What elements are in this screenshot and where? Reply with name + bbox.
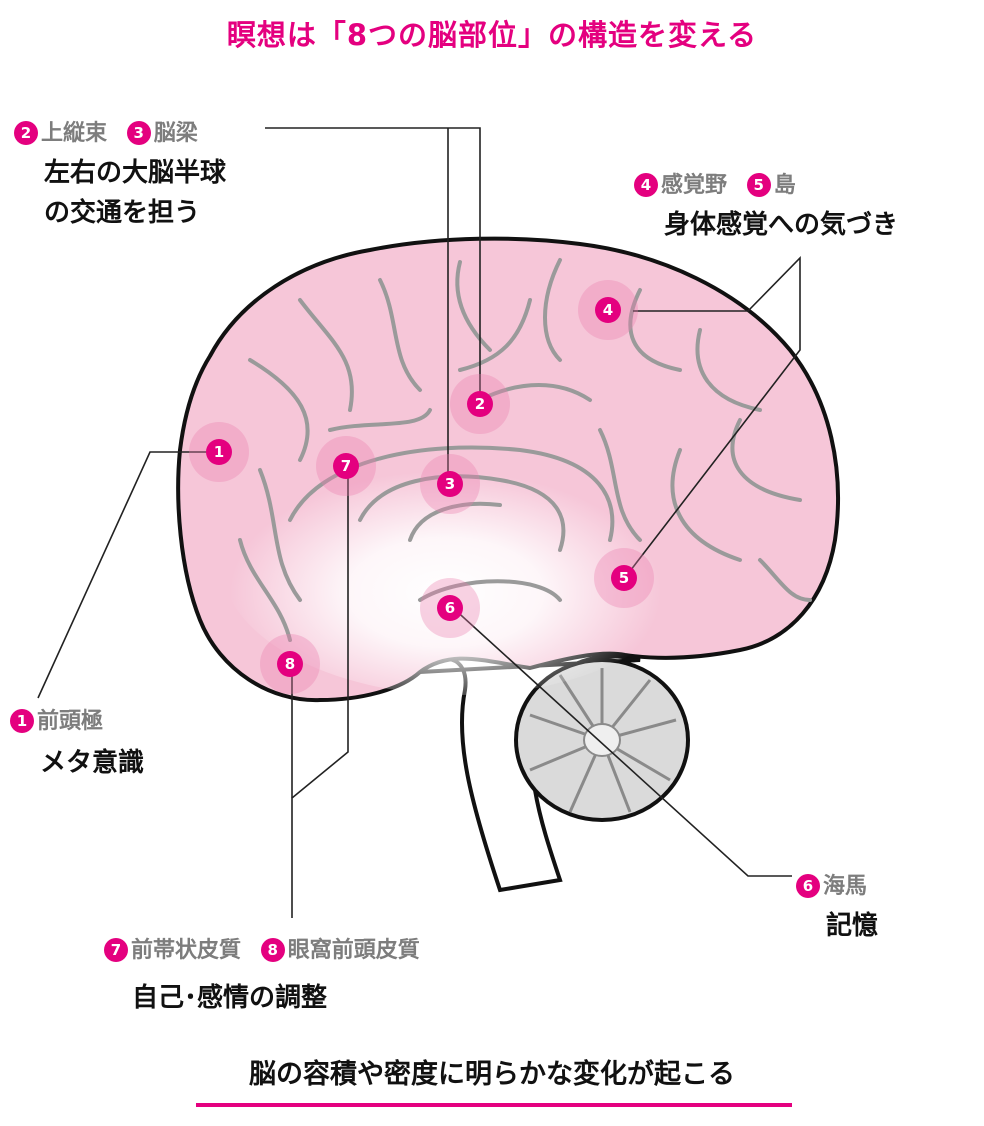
label-5-name: 島 [773,173,796,198]
badge-4: 4 [634,173,658,197]
svg-text:2: 2 [475,395,485,413]
label-2-3-desc-line1: 左右の大脳半球 [44,158,227,188]
svg-text:3: 3 [445,475,455,493]
marker-3: 3 [420,454,480,514]
label-8-name: 眼窩前頭皮質 [287,938,420,963]
badge-8: 8 [260,938,285,962]
label-4-name: 感覚野 [661,173,728,198]
marker-5: 5 [594,548,654,608]
svg-text:8: 8 [285,655,295,673]
label-2-name: 上縦束 [41,121,108,146]
corpus-callosum [288,445,615,602]
marker-2: 2 [450,374,510,434]
svg-text:6: 6 [445,599,455,617]
marker-8: 8 [260,634,320,694]
badge-2: 2 [14,121,38,145]
label-3-name: 脳梁 [153,121,198,146]
cerebellum [514,658,690,822]
marker-7: 7 [316,436,376,496]
footer-underline [196,1103,792,1107]
leader-lines [37,127,801,918]
badge-1: 1 [10,709,34,733]
label-6-name: 海馬 [823,874,868,899]
marker-1: 1 [189,422,249,482]
badge-7: 7 [104,938,128,962]
gyri [238,258,812,642]
label-1-desc: メタ意識 [40,748,145,778]
footer-caption: 脳の容積や密度に明らかな変化が起こる [249,1059,735,1090]
badge-6: 6 [796,874,820,898]
label-6-desc: 記憶 [826,911,879,941]
label-4-5-desc: 身体感覚への気づき [664,210,899,240]
svg-text:7: 7 [341,457,351,475]
marker-6: 6 [420,578,480,638]
label-1-name: 前頭極 [37,709,104,734]
marker-4: 4 [578,280,638,340]
label-2-3-desc-line2: の交通を担う [44,198,201,228]
label-7-name: 前帯状皮質 [131,938,242,963]
svg-text:1: 1 [214,443,224,461]
badge-3: 3 [126,121,151,145]
badge-5: 5 [746,173,771,197]
svg-text:4: 4 [603,301,613,319]
diagram-title: 瞑想は「8つの脳部位」の構造を変える [226,18,758,52]
label-7-8-desc: 自己･感情の調整 [132,983,328,1013]
markers: 1 2 3 4 5 6 7 8 [189,280,654,694]
svg-text:5: 5 [619,569,629,587]
